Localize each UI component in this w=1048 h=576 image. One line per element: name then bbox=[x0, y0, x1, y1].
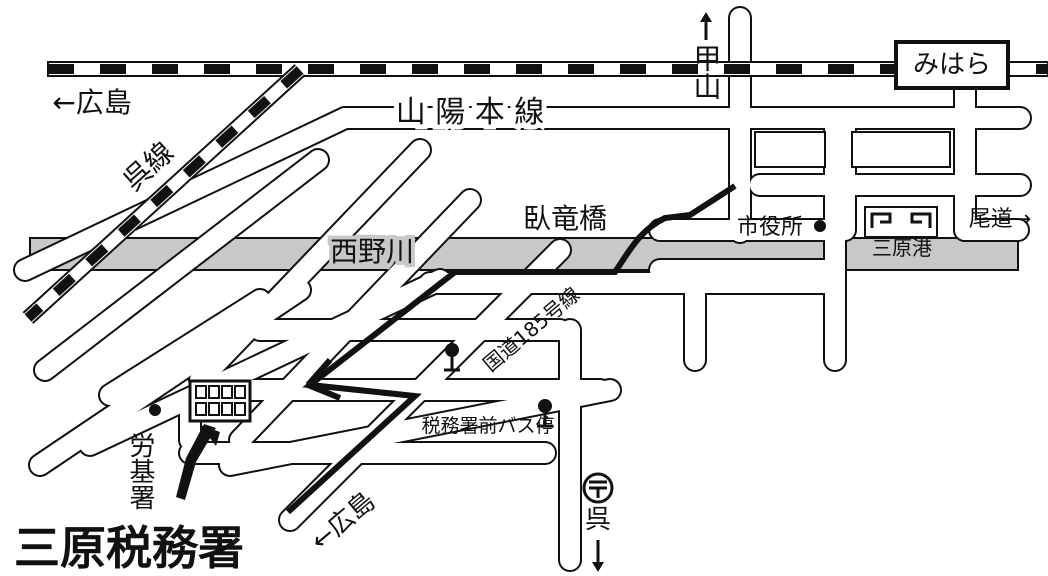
direction-arrows bbox=[592, 12, 712, 572]
kure-line-track bbox=[22, 64, 306, 324]
markers bbox=[149, 206, 938, 504]
bus-stop-pin-icon-2 bbox=[537, 399, 553, 428]
bus-stop-pin-icon bbox=[444, 343, 460, 372]
direction-kure: 呉 bbox=[585, 505, 611, 535]
sanyo-line-label: 山 陽 本 線 bbox=[396, 95, 545, 130]
post-office-icon bbox=[582, 472, 614, 504]
port-icon bbox=[864, 206, 938, 238]
city-hall-label: 市役所 bbox=[737, 215, 803, 240]
station-box bbox=[894, 40, 1010, 90]
road-network bbox=[13, 6, 1032, 572]
direction-onomichi: 尾道→ bbox=[969, 207, 1031, 232]
railways bbox=[22, 61, 1048, 324]
port-label: 三原港 bbox=[872, 236, 932, 260]
bridge-label: 臥竜橋 bbox=[523, 202, 607, 235]
city-hall-dot bbox=[814, 220, 826, 232]
station-label: みはら bbox=[913, 50, 991, 80]
direction-hiroshima-west: ←広島 bbox=[52, 86, 131, 119]
labels: みはら 山 陽 本 線 呉線 西野川 臥竜橋 国道185号線 市役所 三原港 労… bbox=[14, 44, 1031, 575]
bus-stop-label: 税務署前バス停 bbox=[421, 415, 554, 437]
tax-office-building-icon bbox=[188, 379, 252, 423]
labor-office-dot bbox=[149, 404, 161, 416]
pointer-arrow-head bbox=[200, 425, 220, 446]
pointer-arrow-icon bbox=[176, 424, 216, 500]
direction-kouzan: 甲山 bbox=[690, 44, 723, 100]
river-label: 西野川 bbox=[330, 235, 414, 268]
labor-office-label: 労基署 bbox=[125, 432, 155, 510]
map-title: 三原税務署 bbox=[14, 521, 244, 575]
route-to-tax-office bbox=[285, 183, 737, 515]
